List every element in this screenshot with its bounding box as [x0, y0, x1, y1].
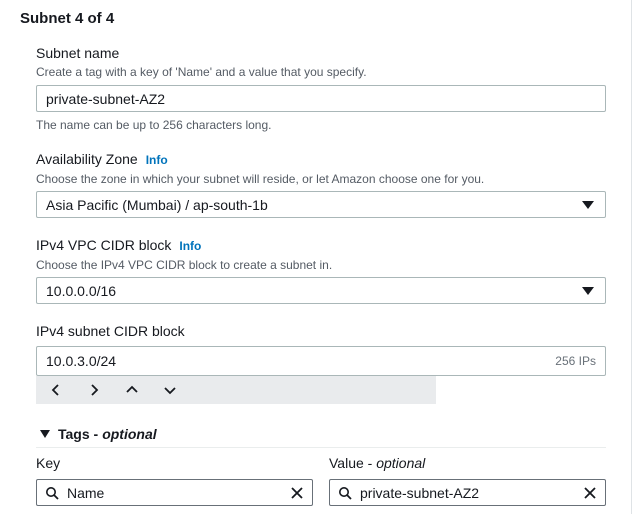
- subnet-cidr-value: 10.0.3.0/24: [46, 353, 117, 369]
- subnet-name-hint: The name can be up to 256 characters lon…: [36, 118, 272, 132]
- chevron-up-icon[interactable]: [124, 382, 140, 398]
- subnet-name-description: Create a tag with a key of 'Name' and a …: [36, 65, 367, 79]
- subnet-cidr-label: IPv4 subnet CIDR block: [36, 323, 185, 339]
- close-icon[interactable]: [583, 486, 597, 500]
- tag-value-optional: optional: [376, 455, 426, 471]
- vpc-cidr-select[interactable]: 10.0.0.0/16: [36, 277, 606, 304]
- subnet-cidr-input[interactable]: 10.0.3.0/24 256 IPs: [36, 346, 606, 376]
- availability-zone-label-text: Availability Zone: [36, 151, 138, 167]
- tag-value-value: private-subnet-AZ2: [360, 484, 480, 501]
- chevron-left-icon[interactable]: [48, 382, 64, 398]
- subnet-name-label: Subnet name: [36, 45, 120, 61]
- tags-optional: optional: [102, 426, 157, 442]
- availability-zone-value: Asia Pacific (Mumbai) / ap-south-1b: [46, 196, 268, 213]
- subnet-name-input[interactable]: private-subnet-AZ2: [36, 85, 606, 112]
- tag-value-label: Value - optional: [329, 455, 425, 471]
- tags-expander[interactable]: Tags - optional: [40, 426, 157, 442]
- availability-zone-label: Availability Zone Info: [36, 151, 168, 167]
- tag-key-label: Key: [36, 455, 61, 471]
- close-icon[interactable]: [290, 486, 304, 500]
- search-icon: [46, 486, 59, 500]
- chevron-down-icon[interactable]: [162, 382, 178, 398]
- vpc-cidr-label: IPv4 VPC CIDR block Info: [36, 237, 201, 253]
- triangle-down-icon: [40, 430, 50, 438]
- search-icon: [339, 486, 352, 500]
- cidr-stepper-bar: [36, 376, 436, 404]
- subnet-title: Subnet 4 of 4: [20, 10, 115, 27]
- tag-key-value: Name: [67, 484, 105, 501]
- caret-down-icon: [582, 200, 594, 209]
- tag-value-label-text: Value -: [329, 455, 373, 471]
- tag-key-input[interactable]: Name: [36, 479, 313, 506]
- chevron-right-icon[interactable]: [86, 382, 102, 398]
- caret-down-icon: [582, 286, 594, 295]
- availability-zone-info-link[interactable]: Info: [145, 153, 168, 167]
- tags-divider: [36, 447, 606, 448]
- tag-value-input[interactable]: private-subnet-AZ2: [329, 479, 606, 506]
- availability-zone-select[interactable]: Asia Pacific (Mumbai) / ap-south-1b: [36, 191, 606, 218]
- vpc-cidr-info-link[interactable]: Info: [179, 239, 202, 253]
- vpc-cidr-description: Choose the IPv4 VPC CIDR block to create…: [36, 258, 333, 272]
- vpc-cidr-value: 10.0.0.0/16: [46, 282, 117, 299]
- vpc-cidr-label-text: IPv4 VPC CIDR block: [36, 237, 172, 253]
- panel-right-border: [631, 0, 632, 514]
- subnet-name-value: private-subnet-AZ2: [46, 90, 166, 107]
- availability-zone-description: Choose the zone in which your subnet wil…: [36, 172, 485, 186]
- tags-title: Tags -: [58, 426, 99, 442]
- ip-count: 256 IPs: [555, 354, 596, 368]
